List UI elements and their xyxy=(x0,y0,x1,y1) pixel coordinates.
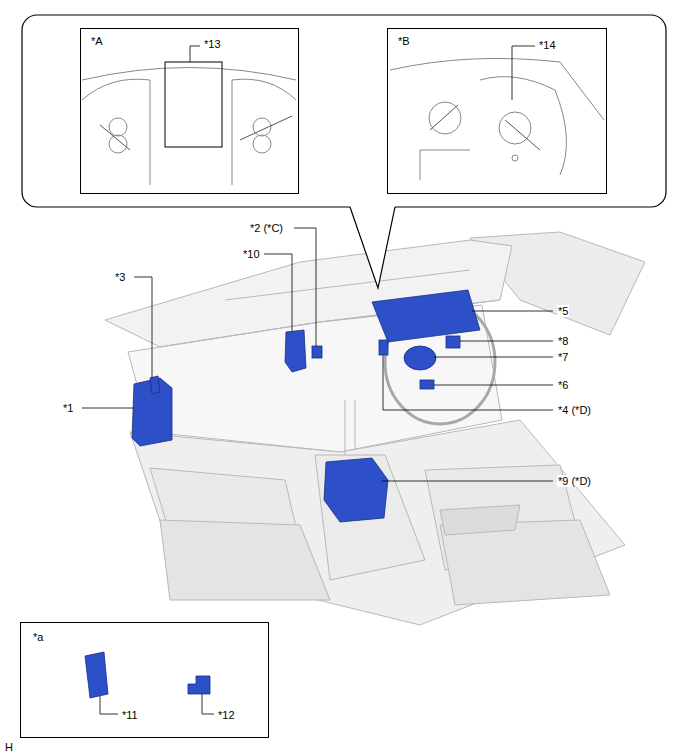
callout-number: *14 xyxy=(538,39,557,51)
callout-number: *4 (*D) xyxy=(557,404,592,416)
view-letter: *a xyxy=(32,631,44,643)
callout-number: *3 xyxy=(114,271,126,283)
callout-number: *12 xyxy=(217,709,236,721)
callout-number: *9 (*D) xyxy=(557,475,592,487)
view-letter: *A xyxy=(90,35,104,47)
inset-box: *A *13 xyxy=(80,28,299,194)
callout-number: *6 xyxy=(557,379,569,391)
callout-number: *8 xyxy=(557,335,569,347)
callout-number: *1 xyxy=(62,402,74,414)
callout-number: *11 xyxy=(121,709,139,721)
callout-number: *10 xyxy=(242,248,261,260)
inset-box: *a *11 *12 xyxy=(20,622,269,738)
view-letter: *B xyxy=(397,35,411,47)
callout-number: *5 xyxy=(557,305,569,317)
inset-box: *B *14 xyxy=(387,28,607,194)
inset-frame xyxy=(22,15,666,207)
callout-number: *2 (*C) xyxy=(249,222,284,234)
inset-pointer xyxy=(350,207,395,288)
meter-drawing xyxy=(82,58,604,185)
callout-number: *7 xyxy=(557,351,569,363)
callout-number: *13 xyxy=(203,38,222,50)
vehicle-interior xyxy=(105,232,645,625)
component xyxy=(85,290,480,698)
figure-code: H xyxy=(4,741,14,753)
leader-line xyxy=(82,46,553,714)
